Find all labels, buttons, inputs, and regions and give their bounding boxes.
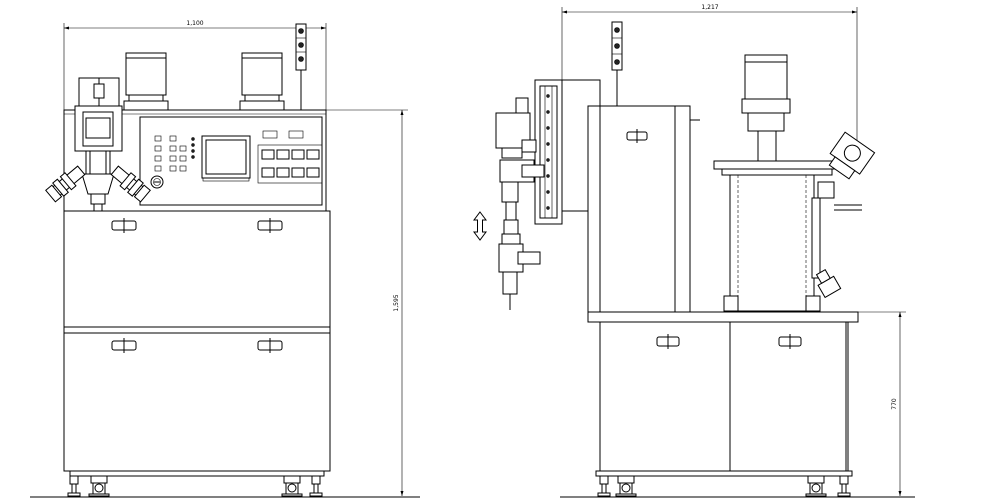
key-switch [150,175,164,189]
panel-buttons-mid [169,135,187,172]
temperature-controllers [257,130,323,184]
front-upper-cabinet [63,210,331,334]
side-signal-tower [611,21,623,106]
front-height-label: 1,595 [393,294,400,311]
front-tank-right [239,52,285,111]
vertical-travel-arrow [473,211,487,241]
front-handle-2 [257,218,283,233]
front-handle-4 [257,338,283,353]
touch-screen [201,135,251,179]
front-height-dimension: 1,595 [326,109,408,496]
side-casters [560,470,915,498]
side-handle-top [626,129,648,143]
front-tank-left [123,52,169,111]
side-mixing-head [473,97,545,310]
panel-buttons-left [154,135,162,172]
side-rail-assembly [534,79,563,225]
side-feed-valve [811,131,876,299]
front-width-dimension: 1,100 [63,20,327,110]
side-agitator-motor [741,54,791,162]
front-lower-cabinet [63,332,331,472]
side-tank [713,160,845,312]
side-handle-1 [656,334,680,349]
control-panel [150,130,323,189]
front-handle-1 [111,218,137,233]
side-upper-housing [561,79,700,313]
front-casters [30,470,420,498]
side-base-frame [587,311,859,472]
front-view: 1,100 1,595 [30,20,420,498]
side-width-dimension: 1,217 [561,4,858,140]
side-height-dimension: 770 [858,311,906,496]
side-view: 1,217 770 [473,4,915,498]
rail-bolts [546,94,550,210]
side-height-label: 770 [891,398,898,410]
side-handle-2 [778,334,802,349]
side-width-label: 1,217 [701,4,718,11]
front-width-label: 1,100 [186,20,203,27]
front-signal-tower [295,23,307,110]
panel-indicator-lamps [191,137,195,159]
front-handle-3 [111,338,137,353]
